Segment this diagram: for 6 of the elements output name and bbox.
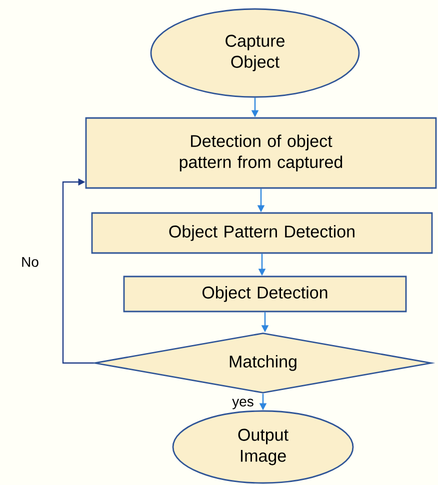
process-box: Detection of object pattern from captured (85, 117, 437, 189)
edge-label: No (22, 257, 38, 267)
process-box: Object Pattern Detection (91, 212, 433, 254)
edge-label: yes (232, 398, 254, 410)
process-box: Object Detection (123, 276, 407, 312)
arrow (62, 178, 94, 364)
